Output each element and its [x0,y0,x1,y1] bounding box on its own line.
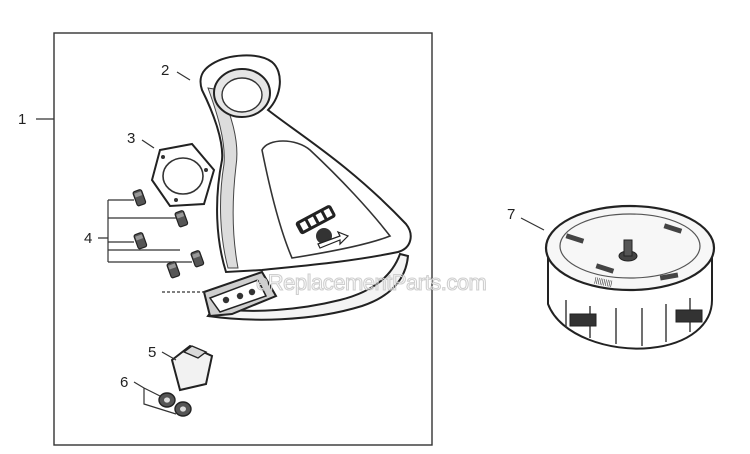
clip-part-5[interactable] [170,344,214,392]
leader-2 [176,71,191,81]
gasket-center-hole [162,157,204,195]
leader-3 [141,139,155,149]
leader-7 [520,217,545,231]
watermark-text: eReplacementParts.com [256,270,486,295]
leader-lines [36,71,545,415]
spool-top-ring [559,213,701,279]
screw-3 [133,232,148,250]
screw-set-part-4[interactable] [132,189,205,279]
gasket-bolt-hole-2 [204,168,208,172]
spool-top-tabs [565,223,683,281]
spool-cap-text-mark: |||||||||| [594,277,613,288]
guard-direction-arrow-icon [317,230,350,249]
callout-1: 1 [18,111,26,128]
gasket-bolt-hole-3 [174,198,178,202]
callout-4: 4 [84,230,92,247]
callout-2: 2 [161,62,169,79]
trimmer-head-part-7[interactable]: |||||||||| [544,204,716,350]
leader-4-bracket [98,199,192,263]
spool-line-slot-left [569,313,597,327]
nut-1 [158,392,176,408]
leader-6-bracket [133,381,177,415]
callout-5: 5 [148,344,156,361]
callout-6: 6 [120,374,128,391]
screw-1 [132,189,147,207]
callout-3: 3 [127,130,135,147]
assembly-frame [53,32,433,446]
guard-mounting-bracket [202,270,278,318]
screw-5 [166,261,181,279]
screw-4 [190,250,205,268]
guard-part-2[interactable] [199,54,412,321]
guard-top-ring-inner [221,77,263,113]
gasket-plate-part-3[interactable] [150,142,216,208]
clip-top-face [182,345,208,359]
callout-7: 7 [507,206,515,223]
guard-cutting-edge [206,252,410,321]
guard-logo-decal [295,205,336,235]
spool-line-slot-right [675,309,703,323]
nut-2 [174,401,192,417]
leader-5 [161,351,177,361]
nut-set-part-6[interactable] [158,392,192,417]
gasket-bolt-hole-1 [161,155,165,159]
guard-inner-panel [261,140,392,259]
screw-2 [174,210,189,228]
spool-center-shaft [623,239,633,257]
guard-rim-shade [207,87,239,269]
